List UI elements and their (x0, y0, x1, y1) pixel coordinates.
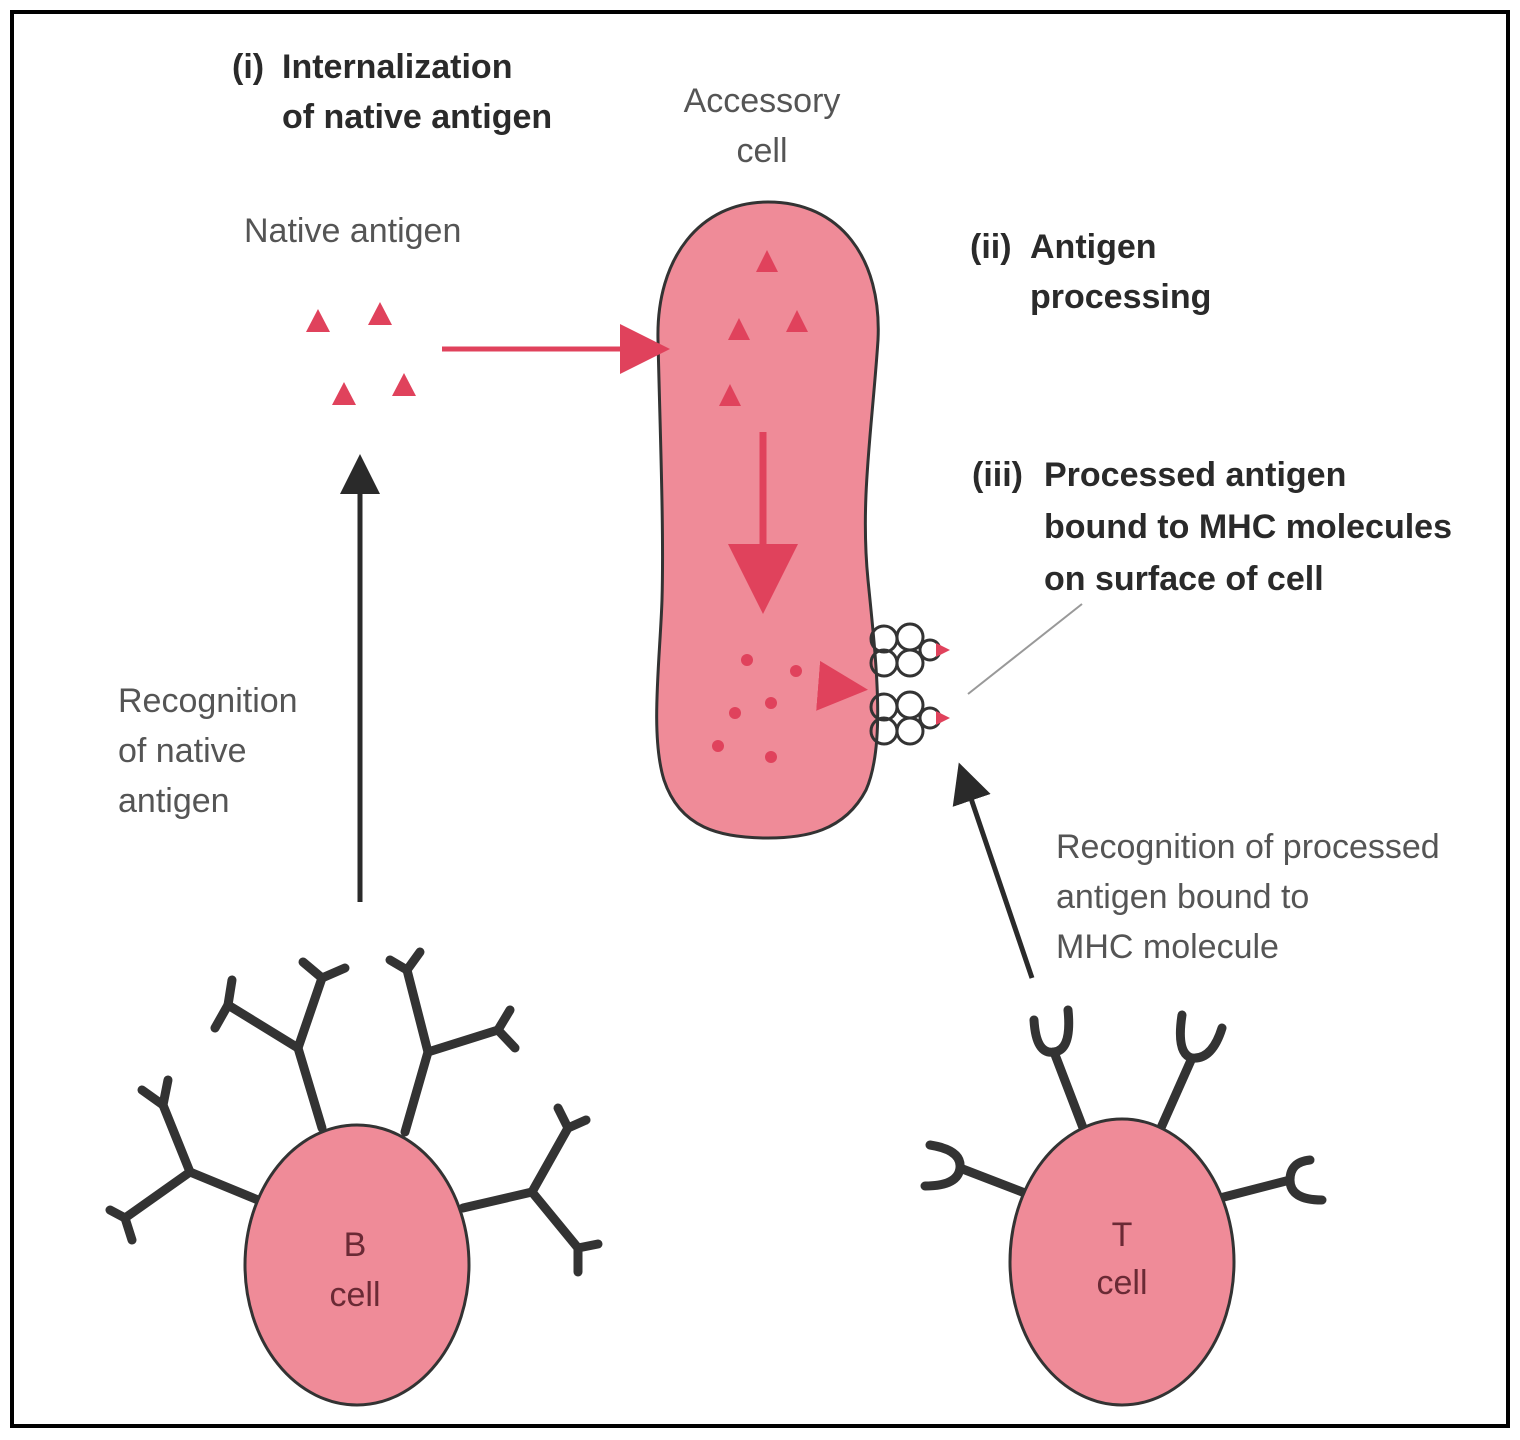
step-1-line-2: of native antigen (282, 98, 552, 136)
step-2-line-2: processing (1030, 278, 1211, 316)
antigen-triangle (306, 309, 330, 332)
step-3-label: (iii) Processed antigen bound to MHC mol… (972, 456, 1452, 598)
b-cell (105, 947, 603, 1407)
step-1-line-1: Internalization (282, 48, 512, 86)
antigen-triangle (719, 384, 741, 406)
b-cell-label-line-2: cell (329, 1276, 380, 1314)
t-cell-label: T cell (1096, 1216, 1147, 1302)
recognition-native-line-1: Recognition (118, 682, 298, 720)
recognition-native-label: Recognition of native antigen (118, 682, 298, 820)
t-cell-body (1008, 1117, 1236, 1407)
step-3-line-2: bound to MHC molecules (1044, 508, 1452, 546)
peptide-dot (765, 751, 777, 763)
step-3-line-3: on surface of cell (1044, 560, 1324, 598)
accessory-label-line-1: Accessory (684, 82, 841, 120)
peptide-dot (712, 740, 724, 752)
step-2-line-1: Antigen (1030, 228, 1157, 266)
accessory-label-line-2: cell (736, 132, 787, 170)
recognition-native-line-3: antigen (118, 782, 230, 820)
t-cell-receptors (920, 1005, 1327, 1205)
step-1-number: (i) (232, 48, 264, 86)
step-1-label: (i) Internalization of native antigen (232, 48, 552, 136)
step-2-label: (ii) Antigen processing (970, 228, 1211, 316)
peptide-dot (729, 707, 741, 719)
recognition-processed-line-3: MHC molecule (1056, 928, 1279, 966)
peptide-dot (741, 654, 753, 666)
peptide-dot (790, 665, 802, 677)
t-cell (920, 1005, 1327, 1407)
antigen-triangle (368, 302, 392, 325)
t-cell-label-line-1: T (1112, 1216, 1133, 1254)
antigen-triangle (332, 382, 356, 405)
t-cell-label-line-2: cell (1096, 1264, 1147, 1302)
accessory-cell-body (655, 200, 880, 840)
step-3-number: (iii) (972, 456, 1023, 494)
recognition-native-line-2: of native (118, 732, 247, 770)
t-cell-recognition-arrow (952, 762, 1035, 979)
b-cell-body (243, 1123, 471, 1407)
native-antigen-cluster (306, 302, 416, 405)
accessory-cell (655, 200, 880, 840)
recognition-processed-label: Recognition of processed antigen bound t… (1056, 828, 1440, 966)
mhc-molecules (869, 622, 950, 746)
mhc-molecule (869, 622, 950, 678)
antigen-triangle (756, 250, 778, 272)
step-2-number: (ii) (970, 228, 1012, 266)
accessory-cell-label: Accessory cell (684, 82, 841, 170)
b-cell-label: B cell (329, 1226, 380, 1314)
antigen-triangle (392, 373, 416, 396)
antigen-triangle (786, 310, 808, 332)
b-cell-label-line-1: B (344, 1226, 367, 1264)
b-cell-antibodies (105, 947, 603, 1277)
mhc-label-leader (967, 603, 1083, 695)
antigen-triangle (728, 318, 750, 340)
recognition-processed-line-1: Recognition of processed (1056, 828, 1440, 866)
recognition-processed-line-2: antigen bound to (1056, 878, 1309, 916)
peptide-dot (765, 697, 777, 709)
processed-peptides (712, 654, 802, 763)
transport-to-surface-arrow (816, 660, 868, 711)
native-antigen-label: Native antigen (244, 212, 461, 250)
internal-antigens (719, 250, 808, 406)
mhc-molecule (869, 690, 950, 746)
step-3-line-1: Processed antigen (1044, 456, 1346, 494)
